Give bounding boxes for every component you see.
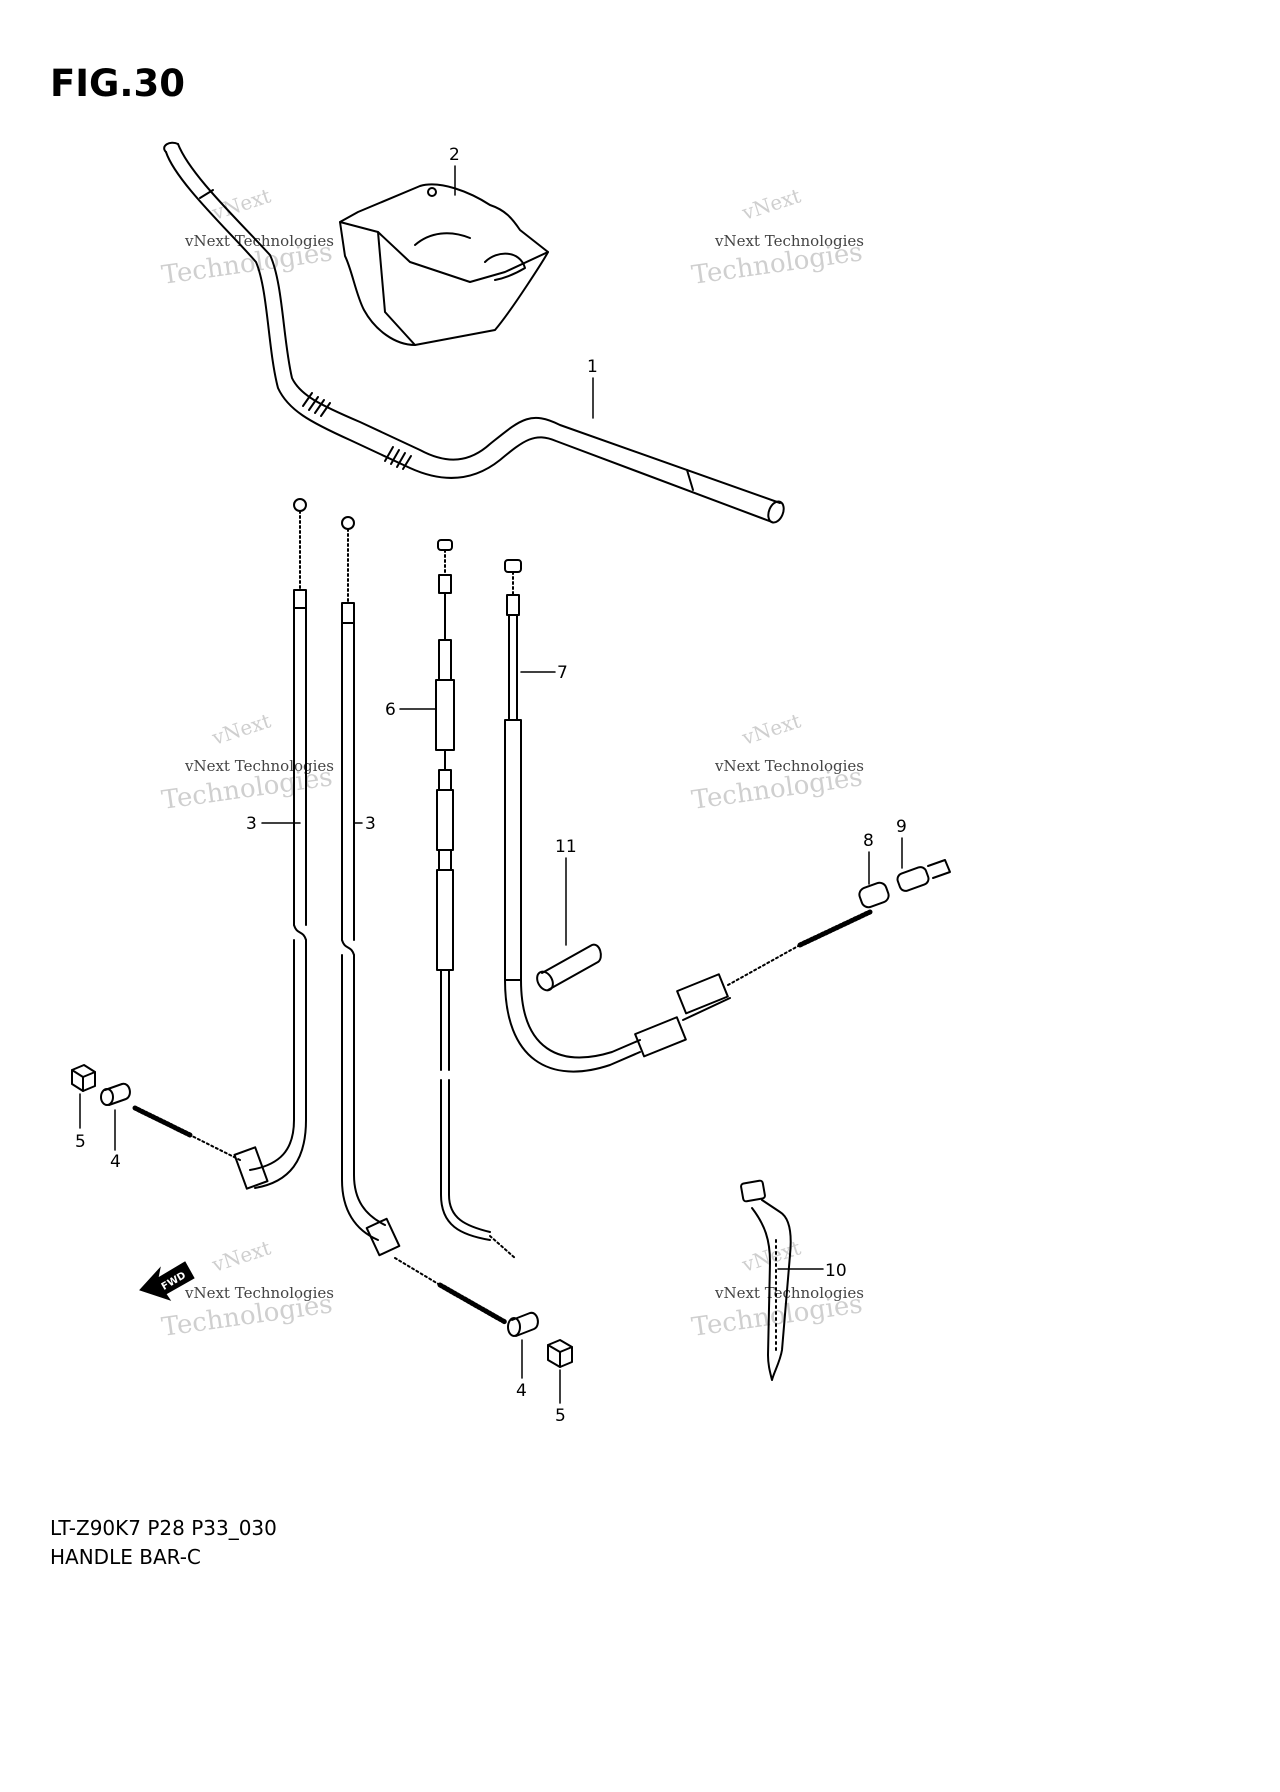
nut-part-5-left [71, 1064, 96, 1092]
callout-1: 1 [587, 357, 598, 377]
figure-title: FIG.30 [50, 62, 185, 105]
watermark-line1: vNext [738, 1235, 803, 1277]
watermark-group: vNext vNext Technologies Technologies vN… [160, 183, 865, 1343]
watermark-line2: vNext Technologies [714, 232, 864, 250]
callout-4-bottom: 4 [516, 1381, 527, 1401]
figure-code: LT-Z90K7 P28 P33_030 [50, 1516, 277, 1540]
callout-7: 7 [557, 663, 568, 683]
nut-part-5-bottom [547, 1339, 573, 1368]
watermark-line2: vNext Technologies [714, 757, 864, 775]
cable-left-part-3 [132, 498, 307, 1190]
watermark-3: vNext vNext Technologies Technologies [160, 708, 335, 816]
callout-11: 11 [555, 837, 577, 857]
callout-5-left: 5 [75, 1132, 86, 1152]
sleeve-part-4-left [100, 1082, 131, 1106]
callout-5-bottom: 5 [555, 1406, 566, 1426]
watermark-2: vNext vNext Technologies Technologies [690, 183, 865, 291]
callout-10: 10 [825, 1261, 847, 1281]
watermark-1: vNext vNext Technologies Technologies [160, 183, 335, 291]
handlebar-part [163, 141, 785, 524]
sleeve-part-4-bottom [507, 1311, 539, 1337]
cable-right-part-3 [341, 516, 508, 1325]
watermark-line1: vNext [738, 708, 803, 750]
handlebar-cover-part [339, 183, 549, 346]
cable-end-part-8 [858, 881, 890, 909]
cable-part-6 [435, 539, 516, 1259]
callout-8: 8 [863, 831, 874, 851]
callout-labels: 1 2 3 3 4 4 5 5 6 7 8 9 10 11 [75, 145, 907, 1426]
cable-tie-part-10 [740, 1179, 792, 1381]
watermark-line1: vNext [208, 1235, 273, 1277]
watermark-line2: vNext Technologies [714, 1284, 864, 1302]
callout-3-left: 3 [246, 814, 257, 834]
sleeve-part-11 [536, 943, 602, 992]
watermark-line2: vNext Technologies [184, 1284, 334, 1302]
watermark-4: vNext vNext Technologies Technologies [690, 708, 865, 816]
cable-part-7 [504, 559, 873, 1073]
watermark-line1: vNext [208, 708, 273, 750]
callout-3-right: 3 [365, 814, 376, 834]
watermark-line1: vNext [738, 183, 803, 225]
figure-name: HANDLE BAR-C [50, 1545, 201, 1569]
watermark-line2: vNext Technologies [184, 757, 334, 775]
watermark-line2: vNext Technologies [184, 232, 334, 250]
callout-9: 9 [896, 817, 907, 837]
callout-4-left: 4 [110, 1152, 121, 1172]
callout-2: 2 [449, 145, 460, 165]
cable-end-part-9 [896, 859, 951, 892]
callout-6: 6 [385, 700, 396, 720]
leader-lines [79, 165, 903, 1404]
watermark-6: vNext vNext Technologies Technologies [690, 1235, 865, 1343]
watermark-line1: vNext [208, 183, 273, 225]
watermark-5: vNext vNext Technologies Technologies [160, 1235, 335, 1343]
